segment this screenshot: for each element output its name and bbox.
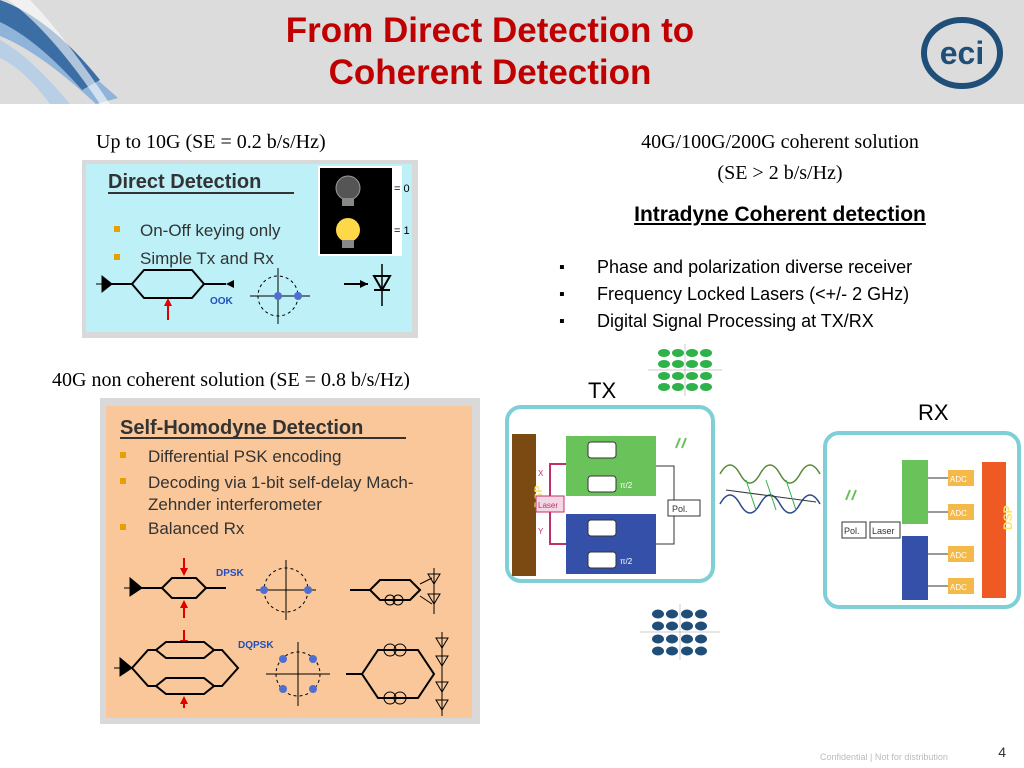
logo-text: eci	[940, 35, 984, 71]
caption-coherent-line1: 40G/100G/200G coherent solution	[641, 131, 919, 153]
tx-pol-label: Pol.	[672, 504, 688, 514]
rx-pol-label: Pol.	[844, 526, 860, 536]
tx-x-label: X	[538, 469, 544, 478]
tx-diagram: DSP π/2 π/2 Laser X Y Pol.	[505, 405, 715, 583]
rx-adc-1: ADC	[950, 475, 967, 484]
rx-adc-3: ADC	[950, 551, 967, 560]
shd-bullet-2: Decoding via 1-bit self-delay Mach-	[148, 473, 414, 492]
shd-bullet-3: Balanced Rx	[148, 519, 245, 538]
header-ribbon-graphic	[0, 0, 118, 104]
tx-pi2-top: π/2	[620, 481, 633, 490]
ook-label: OOK	[210, 296, 234, 307]
rx-hybrid-top: 90° hybrid	[939, 453, 948, 492]
coherent-bullet-list: Phase and polarization diverse receiver …	[557, 254, 1017, 335]
eq-on: = 1	[394, 225, 410, 237]
page-title: From Direct Detection to Coherent Detect…	[285, 11, 695, 92]
polarization-wave-icon	[719, 464, 821, 514]
page-number: 4	[998, 744, 1006, 760]
dd-bullet-2: Simple Tx and Rx	[140, 249, 274, 268]
direct-detection-heading: Direct Detection	[108, 171, 261, 193]
caption-40g-noncoherent: 40G non coherent solution (SE = 0.8 b/s/…	[52, 369, 410, 391]
tx-pi2-bottom: π/2	[620, 557, 633, 566]
qam-constellation-blue	[640, 604, 720, 660]
direct-detection-panel: = 0 = 1 Direct Detection On-Off keying o…	[82, 160, 418, 338]
rx-dsp-label: DSP	[1001, 505, 1015, 530]
shd-heading: Self-Homodyne Detection	[120, 417, 363, 439]
rx-diagram: Pol. Laser 90° hybrid 90° hybrid ADC ADC…	[823, 431, 1021, 609]
rx-hybrid-bottom: 90° hybrid	[939, 529, 948, 568]
header-bar	[0, 0, 1024, 104]
coherent-bullet-1: Phase and polarization diverse receiver	[557, 254, 1017, 281]
coherent-bullet-3: Digital Signal Processing at TX/RX	[557, 308, 1017, 335]
qam-constellation-green	[648, 344, 722, 396]
caption-coherent-line2: (SE > 2 b/s/Hz)	[717, 162, 843, 184]
rx-label: RX	[918, 400, 949, 425]
eci-logo: eci	[921, 17, 1003, 89]
tx-y-label: Y	[538, 527, 544, 536]
shd-bullet-1: Differential PSK encoding	[148, 447, 341, 466]
rx-adc-4: ADC	[950, 583, 967, 592]
self-homodyne-panel: Self-Homodyne Detection Differential PSK…	[100, 398, 480, 724]
tx-label: TX	[588, 378, 617, 403]
confidential-note: Confidential | Not for distribution	[820, 752, 948, 762]
rx-laser-label: Laser	[872, 526, 895, 536]
dpsk-label: DPSK	[216, 568, 245, 579]
coherent-bullet-2: Frequency Locked Lasers (<+/- 2 GHz)	[557, 281, 1017, 308]
shd-bullet-2-cont: Zehnder interferometer	[148, 495, 322, 514]
tx-laser-label: Laser	[538, 501, 558, 510]
eq-off: = 0	[394, 183, 410, 195]
intradyne-heading: Intradyne Coherent detection	[634, 203, 926, 226]
dd-bullet-1: On-Off keying only	[140, 221, 281, 240]
dqpsk-label: DQPSK	[238, 640, 274, 651]
rx-adc-2: ADC	[950, 509, 967, 518]
caption-10g: Up to 10G (SE = 0.2 b/s/Hz)	[96, 131, 326, 153]
